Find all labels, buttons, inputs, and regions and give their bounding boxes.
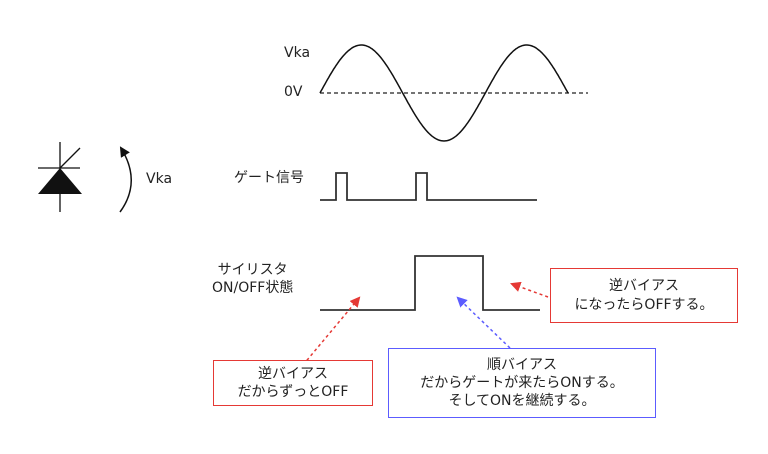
note-reverse-bias-off: 逆バイアス になったらOFFする。 <box>550 268 738 323</box>
thyristor-state-waveform <box>320 255 540 311</box>
gate-signal-waveform <box>320 172 537 201</box>
vka-axis-label: Vka <box>284 45 311 61</box>
note-reverse-bias-always-off: 逆バイアス だからずっとOFF <box>213 360 373 406</box>
thyristor-state-label: サイリスタ ON/OFF状態 <box>212 262 293 297</box>
gate-signal-label: ゲート信号 <box>234 170 304 186</box>
arrow-forward-on <box>456 296 511 349</box>
state-label-line2: ON/OFF状態 <box>212 279 294 296</box>
note-line: 逆バイアス <box>609 278 679 295</box>
note-line: だからずっとOFF <box>237 384 349 400</box>
note-line: 順バイアス <box>487 356 557 373</box>
note-forward-bias-on: 順バイアス だからゲートが来たらONする。 そしてONを継続する。 <box>388 348 656 418</box>
note-line: そしてONを継続する。 <box>448 393 596 410</box>
note-line: だからゲートが来たらONする。 <box>420 374 624 391</box>
note-line: 逆バイアス <box>258 365 328 382</box>
vka-sine-wave <box>319 44 569 142</box>
arrow-reverse-off <box>510 281 549 298</box>
note-line: になったらOFFする。 <box>574 296 714 313</box>
thyristor-symbol-icon <box>38 142 82 212</box>
vka-symbol-label: Vka <box>146 171 173 187</box>
vka-direction-arrow-icon <box>119 146 132 213</box>
state-label-line1: サイリスタ <box>217 262 288 278</box>
zero-volt-label: 0V <box>284 84 303 100</box>
arrow-reverse-always <box>302 296 361 366</box>
